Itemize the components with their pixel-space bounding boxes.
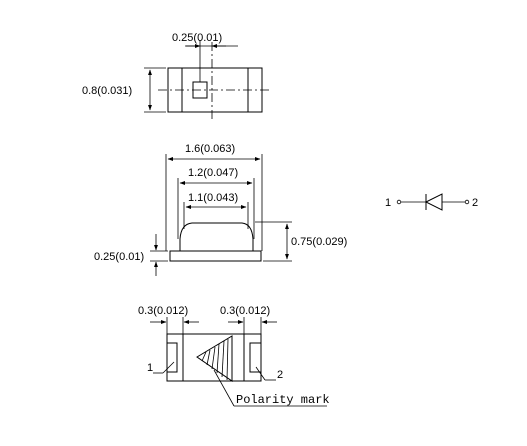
bottom-pin-1-label: 1	[147, 362, 153, 374]
overall-length-label: 1.6(0.063)	[185, 143, 235, 155]
total-height-label: 0.75(0.029)	[291, 236, 347, 248]
dome-base-label: 1.2(0.047)	[188, 167, 238, 179]
right-pad-width-label: 0.3(0.012)	[220, 305, 270, 317]
schematic-pin-1-label: 1	[385, 197, 391, 209]
top-view: 0.25(0.01) 0.8(0.031)	[82, 32, 272, 122]
polarity-hatching	[201, 338, 229, 381]
polarity-leader-diagonal	[213, 369, 235, 407]
side-view: 1.6(0.063) 1.2(0.047) 1.1(0.043) 0.25(0.…	[94, 143, 347, 276]
diode-schematic: 1 2	[385, 193, 478, 211]
lens-dome	[179, 222, 254, 251]
diode-triangle	[424, 193, 443, 211]
schematic-pin-2-terminal	[464, 199, 470, 205]
bottom-view: 0.3(0.012) 0.3(0.012) 1 2 Polarity mark	[138, 305, 330, 407]
schematic-pin-1-terminal	[396, 199, 402, 205]
dome-top-label: 1.1(0.043)	[188, 192, 238, 204]
height-label: 0.8(0.031)	[82, 85, 132, 97]
substrate	[169, 250, 262, 262]
left-pad-width-label: 0.3(0.012)	[138, 305, 188, 317]
pad-width-label: 0.25(0.01)	[172, 32, 222, 44]
bottom-view-body	[166, 333, 262, 382]
polarity-mark-label: Polarity mark	[236, 393, 330, 407]
schematic-pin-2-label: 2	[472, 197, 478, 209]
substrate-thickness-label: 0.25(0.01)	[94, 251, 144, 263]
polarity-mark-triangle	[196, 335, 233, 382]
left-pad-outline	[167, 342, 178, 373]
pin-1-leader-diagonal	[162, 361, 175, 374]
pin-2-leader-diagonal	[255, 366, 266, 381]
bottom-pin-2-label: 2	[277, 369, 283, 381]
right-pad-outline	[249, 342, 261, 373]
